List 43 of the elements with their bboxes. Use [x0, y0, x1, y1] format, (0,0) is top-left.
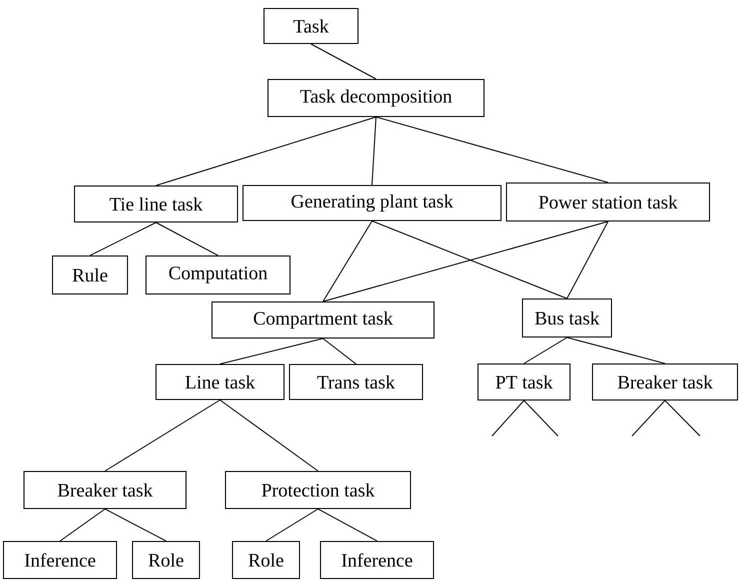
task-box: Trans task	[289, 364, 423, 400]
connector-line	[156, 222, 218, 256]
task-box: Power station task	[506, 182, 710, 222]
connector-line	[524, 400, 558, 436]
connector-line	[220, 400, 318, 472]
connector-line	[664, 400, 700, 436]
connector-line	[566, 221, 608, 299]
connector-line	[60, 508, 106, 542]
connector-line	[376, 116, 608, 183]
connector-line	[156, 116, 376, 186]
task-box: PT task	[478, 364, 570, 400]
task-box: Role	[132, 541, 200, 579]
connector-line	[524, 337, 568, 364]
connector-line	[318, 508, 378, 542]
task-box: Task	[264, 8, 358, 44]
task-box: Task decomposition	[268, 79, 484, 117]
task-box: Inference	[3, 541, 117, 579]
task-box: Bus task	[522, 298, 612, 338]
task-box: Line task	[156, 364, 284, 400]
connector-line	[104, 508, 166, 542]
task-box: Computation	[146, 256, 290, 294]
connector-line	[322, 221, 608, 302]
connector-line	[90, 222, 156, 256]
connector-line	[220, 338, 324, 364]
task-box: Role	[232, 541, 300, 579]
connector-line	[372, 220, 568, 299]
task-box: Breaker task	[592, 364, 738, 400]
connector-line	[310, 44, 376, 80]
task-box: Inference	[320, 541, 434, 579]
connector-line	[372, 116, 376, 186]
connector-line	[104, 400, 220, 472]
task-box: Tie line task	[74, 186, 238, 222]
task-box: Breaker task	[24, 471, 186, 509]
task-box: Compartment task	[212, 302, 434, 338]
connector-line	[632, 400, 666, 436]
connector-line	[322, 220, 372, 302]
task-box: Protection task	[225, 471, 411, 509]
connector-line	[566, 337, 666, 364]
connector-line	[322, 338, 356, 364]
task-box: Rule	[52, 256, 128, 294]
connector-line	[266, 508, 318, 542]
connector-line	[492, 400, 524, 436]
task-box: Generating plant task	[242, 185, 502, 221]
